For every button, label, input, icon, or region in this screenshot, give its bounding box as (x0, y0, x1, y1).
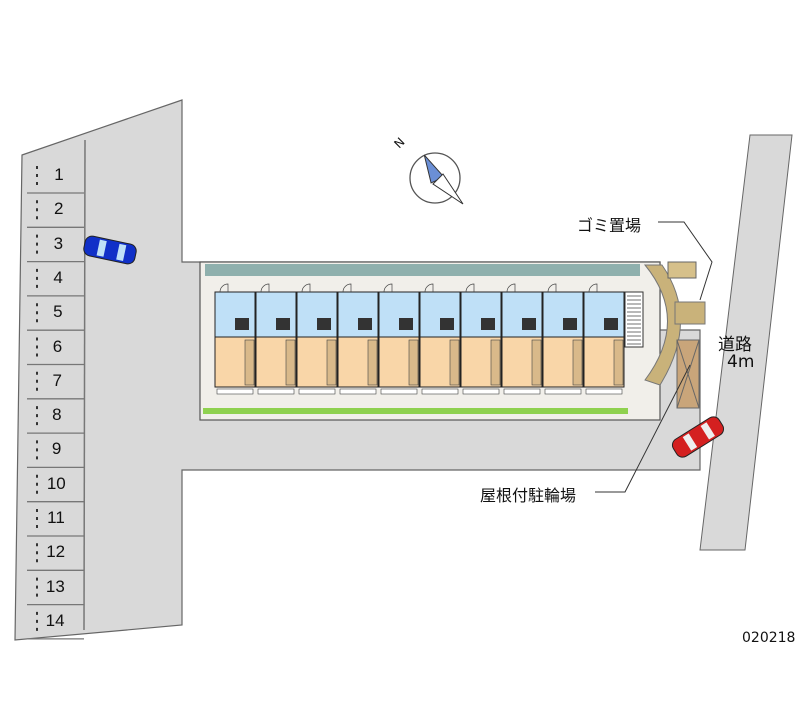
apartment-unit (337, 283, 379, 395)
car-blue-icon (83, 235, 137, 265)
parking-space-number: 6 (52, 336, 63, 356)
parking-space-number: 13 (45, 576, 65, 596)
parking-space-number: 12 (46, 542, 66, 562)
parking-space-number: 9 (51, 439, 62, 459)
road-width-label: 4m (727, 352, 755, 372)
paved-walkway (643, 264, 681, 386)
apartment-unit (419, 283, 461, 395)
bicycle-parking-label: 屋根付駐輪場 (480, 486, 577, 505)
parking-space-number: 2 (53, 199, 64, 219)
road (699, 134, 793, 551)
garbage-area (667, 261, 697, 279)
entrance-path (674, 301, 706, 325)
parking-space-dividers (27, 166, 84, 640)
parking-space-number: 8 (52, 405, 62, 425)
apartment-unit (214, 283, 256, 395)
apartment-units (214, 283, 625, 395)
apartment-unit (296, 283, 338, 395)
garbage-leader-line (658, 221, 713, 301)
stairs (624, 291, 644, 348)
parking-space-number: 4 (53, 267, 63, 287)
parking-space-number: 1 (54, 165, 64, 184)
car-red-icon (671, 416, 725, 458)
apartment-unit (501, 283, 543, 395)
parking-space-number: 10 (46, 473, 66, 493)
parking-space-number: 3 (53, 233, 64, 253)
apartment-unit (378, 283, 420, 395)
apartment-unit (460, 283, 502, 395)
apartment-unit (542, 283, 584, 395)
parking-space-number: 14 (45, 610, 65, 630)
bicycle-leader-line (595, 364, 691, 493)
parking-space-number: 11 (47, 508, 65, 527)
apartment-unit (583, 283, 625, 395)
parking-space-number: 5 (53, 302, 63, 322)
roof-band (205, 264, 640, 276)
hedge (203, 408, 628, 414)
garbage-area-label: ゴミ置場 (577, 216, 642, 235)
road-label: 道路 (718, 335, 752, 355)
apartment-unit (255, 283, 297, 395)
compass-icon (409, 152, 464, 205)
parking-space-number: 7 (52, 370, 62, 390)
property-code: 020218 (742, 630, 796, 646)
